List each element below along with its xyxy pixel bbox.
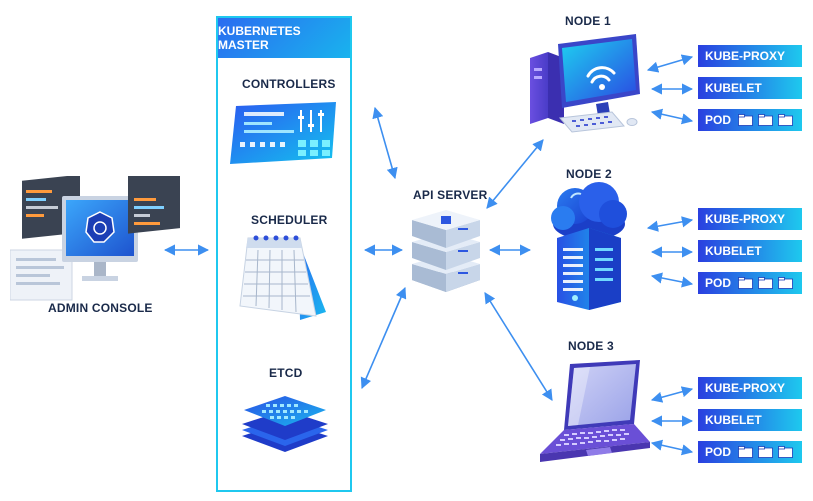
admin-console-label: ADMIN CONSOLE (48, 301, 153, 315)
node2-label: NODE 2 (566, 167, 612, 181)
node1-pod-label: POD (705, 113, 732, 127)
master-title: KUBERNETES MASTER (218, 18, 350, 58)
node2-pod-label: POD (705, 276, 732, 290)
arrow-etcd-api (360, 286, 407, 390)
api-server-icon (412, 210, 480, 292)
node1-kube-proxy-label: KUBE-PROXY (705, 49, 786, 63)
node1-kubelet: KUBELET (698, 77, 802, 99)
scheduler-label: SCHEDULER (251, 213, 328, 227)
node3-pod: POD (698, 441, 802, 463)
arrow-controllers-api (372, 106, 398, 180)
node3-laptop-illustration (540, 360, 650, 462)
arrow-node2-pod (650, 272, 694, 288)
node3-kubelet-label: KUBELET (705, 413, 762, 427)
container-icon (758, 446, 773, 458)
arrow-node1-proxy (646, 54, 694, 73)
node2-kubelet: KUBELET (698, 240, 802, 262)
arrow-node1-pod (650, 108, 694, 125)
container-icon (778, 277, 793, 289)
node3-kube-proxy-label: KUBE-PROXY (705, 381, 786, 395)
node3-kube-proxy: KUBE-PROXY (698, 377, 802, 399)
controllers-illustration (230, 102, 336, 164)
api-server-label: API SERVER (413, 188, 488, 202)
container-icon (738, 114, 753, 126)
container-icon (778, 446, 793, 458)
node1-kubelet-label: KUBELET (705, 81, 762, 95)
arrow-api-node1 (486, 139, 544, 209)
controllers-label: CONTROLLERS (242, 77, 336, 91)
node2-kubelet-label: KUBELET (705, 244, 762, 258)
node1-pod: POD (698, 109, 802, 131)
node3-label: NODE 3 (568, 339, 614, 353)
node3-pod-label: POD (705, 445, 732, 459)
arrow-node3-pod (650, 439, 694, 456)
admin-console-illustration (10, 176, 180, 301)
node1-kube-proxy: KUBE-PROXY (698, 45, 802, 67)
container-icon (758, 114, 773, 126)
node2-pod: POD (698, 272, 802, 294)
etcd-label: ETCD (269, 366, 303, 380)
node1-desktop-illustration (530, 34, 640, 133)
container-icon (758, 277, 773, 289)
container-icon (738, 277, 753, 289)
arrow-node2-proxy (646, 216, 694, 232)
container-icon (738, 446, 753, 458)
node1-label: NODE 1 (565, 14, 611, 28)
node2-kube-proxy-label: KUBE-PROXY (705, 212, 786, 226)
node2-kube-proxy: KUBE-PROXY (698, 208, 802, 230)
arrow-node3-proxy (650, 386, 694, 403)
etcd-storage-illustration (242, 396, 328, 452)
arrow-api-node3 (484, 292, 553, 401)
node2-cloud-server-illustration (551, 182, 627, 310)
scheduler-calendar-illustration (239, 235, 326, 320)
node3-kubelet: KUBELET (698, 409, 802, 431)
container-icon (778, 114, 793, 126)
